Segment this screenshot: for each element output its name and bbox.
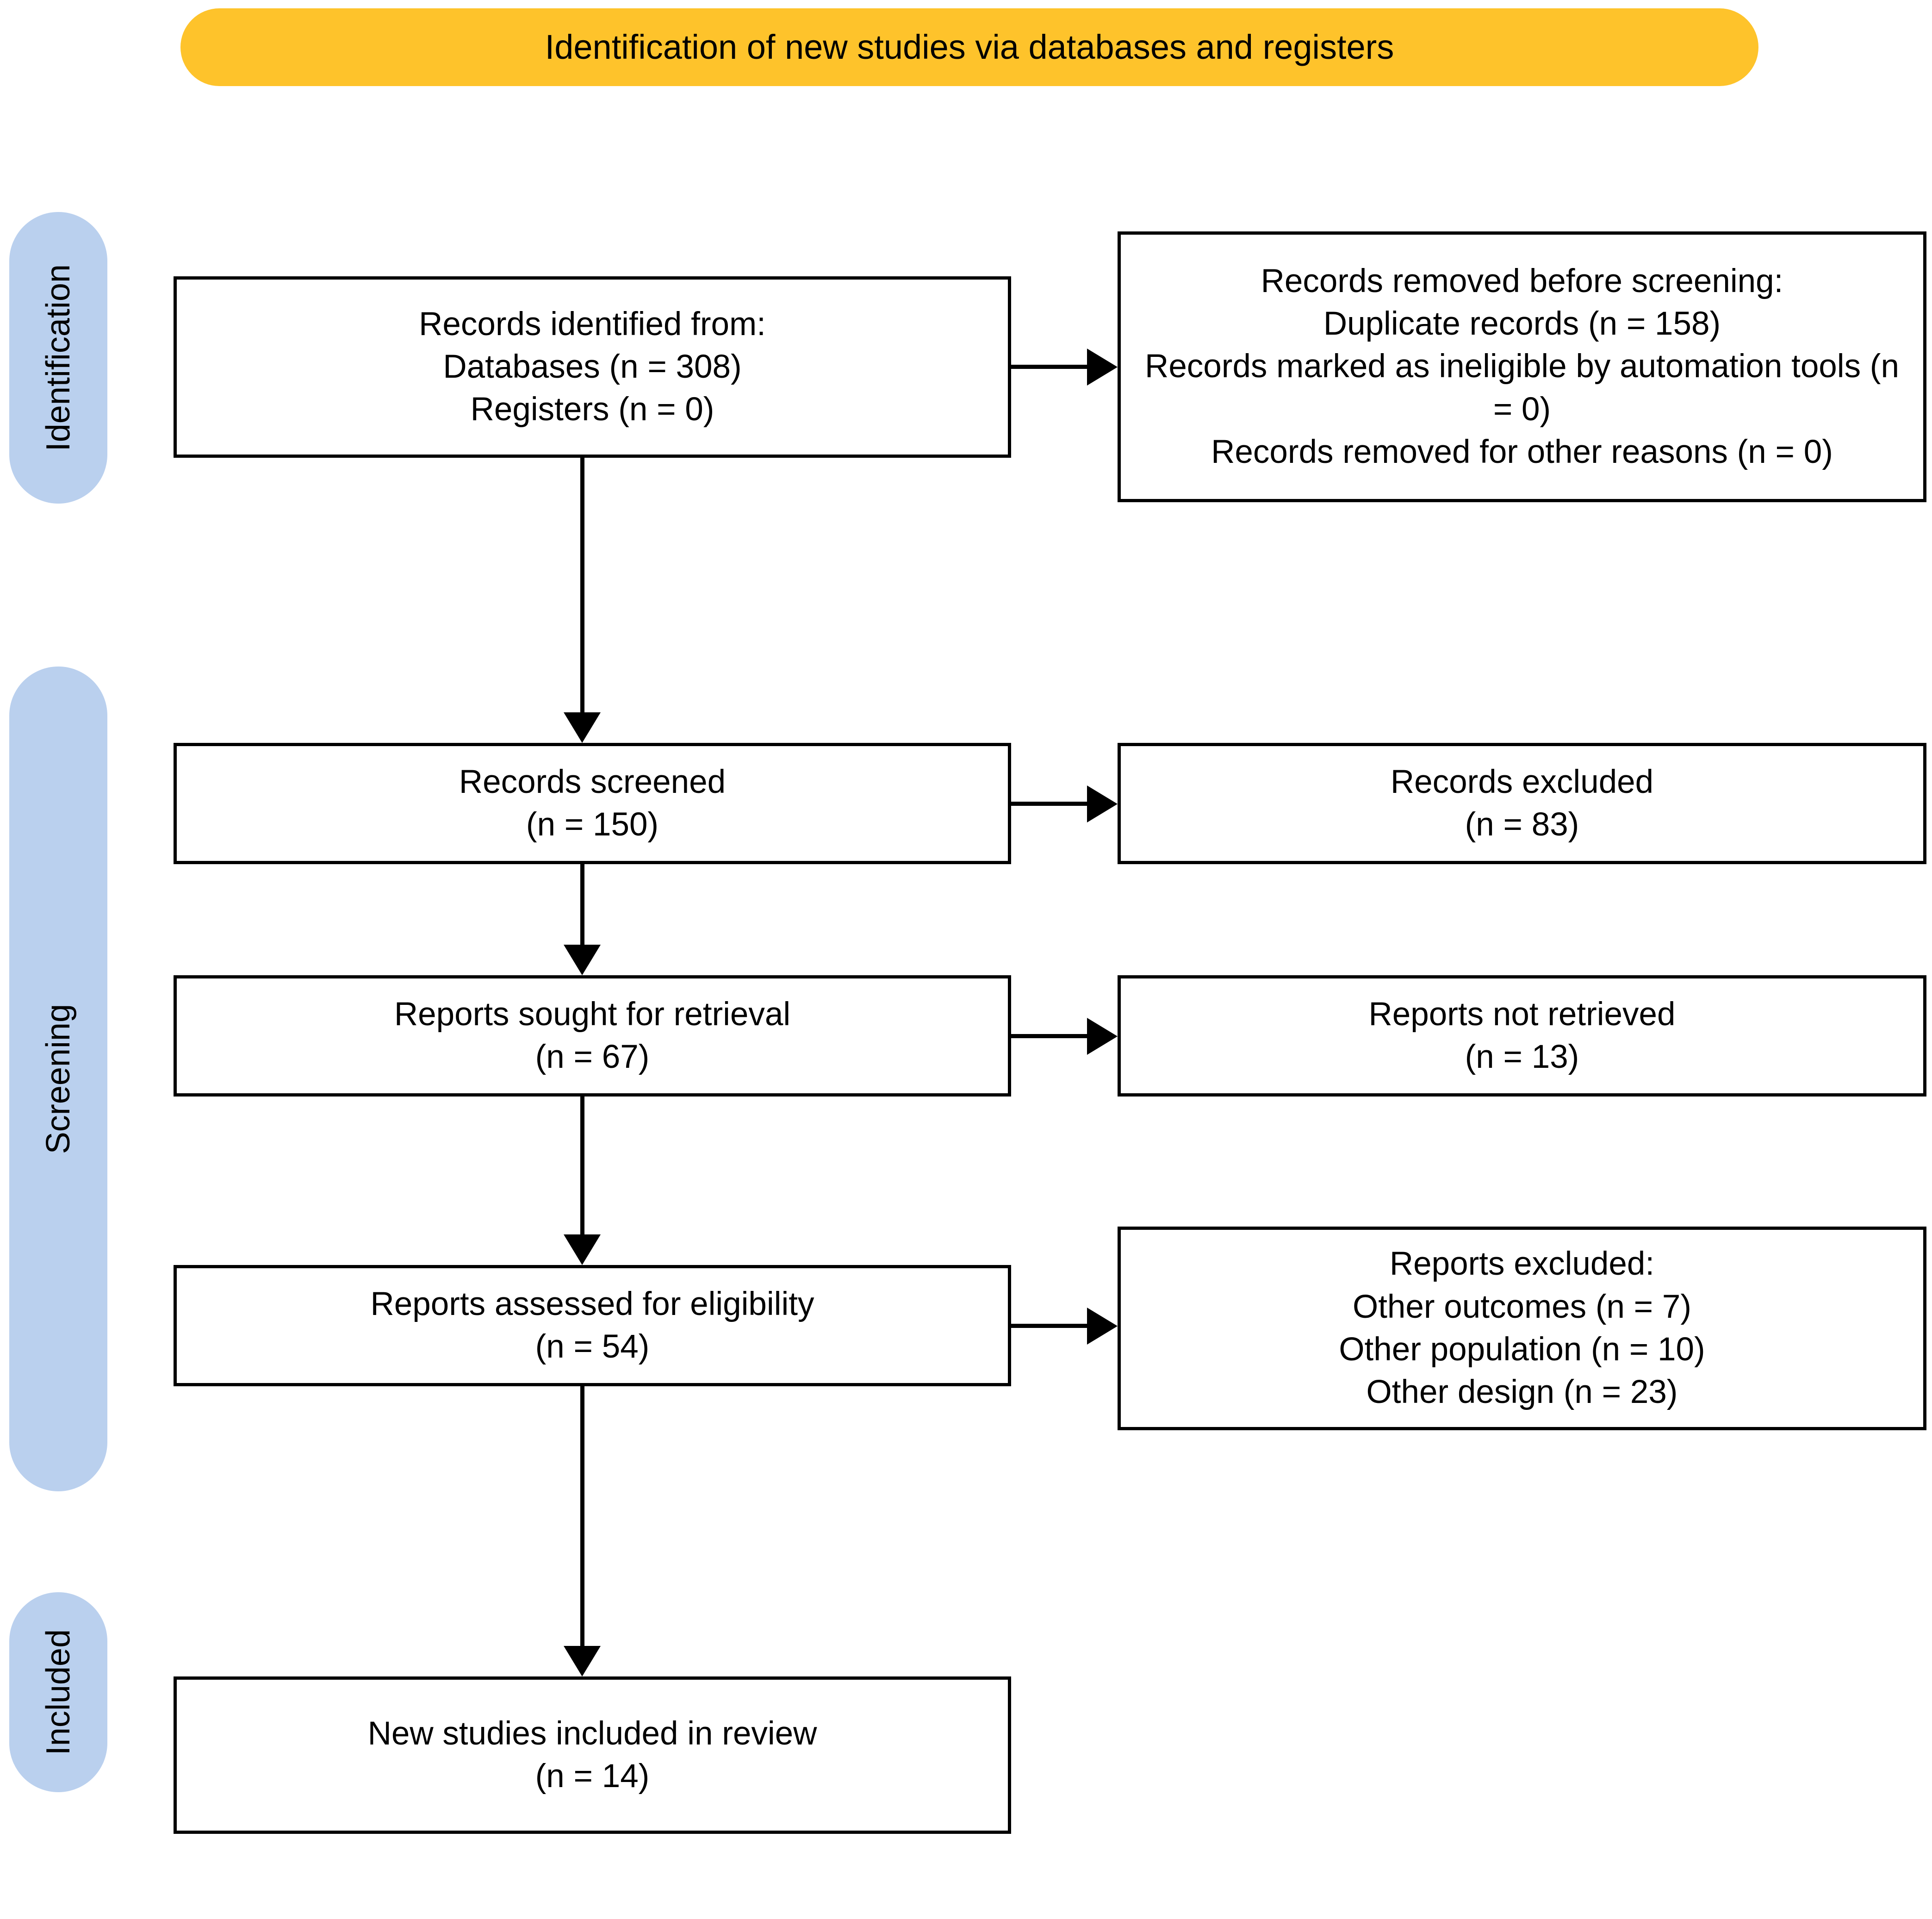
box-reports-not-retrieved-line-2: (n = 13) [1465, 1039, 1579, 1075]
box-reports-not-retrieved: Reports not retrieved (n = 13) [1118, 975, 1926, 1097]
box-reports-sought-line-1: Reports sought for retrieval [394, 996, 791, 1033]
arrow-identified-to-screened-line [580, 458, 584, 712]
arrow-sought-to-assessed-head-icon [564, 1234, 601, 1265]
arrow-screened-to-sought-head-icon [564, 945, 601, 975]
box-reports-excluded-line-3: Other population (n = 10) [1339, 1331, 1705, 1368]
box-records-screened: Records screened (n = 150) [174, 743, 1011, 864]
box-reports-excluded-line-2: Other outcomes (n = 7) [1352, 1288, 1691, 1325]
arrow-screened-to-records-excluded-line [1011, 802, 1090, 806]
box-new-studies-included-line-1: New studies included in review [367, 1715, 817, 1752]
stage-label-screening-text: Screening [40, 1003, 77, 1154]
stage-label-included-text: Included [40, 1629, 77, 1756]
arrow-identified-to-removed-line [1011, 365, 1090, 369]
box-records-removed-line-3: Records marked as ineligible by automati… [1145, 348, 1899, 428]
stage-label-identification: Identification [9, 212, 107, 504]
arrow-sought-to-not-retrieved-head-icon [1087, 1018, 1118, 1055]
box-reports-sought-for-retrieval: Reports sought for retrieval (n = 67) [174, 975, 1011, 1097]
diagram-title: Identification of new studies via databa… [545, 28, 1394, 67]
box-records-removed-before-screening: Records removed before screening: Duplic… [1118, 231, 1926, 502]
box-records-excluded-line-1: Records excluded [1390, 763, 1654, 800]
box-reports-assessed-for-eligibility: Reports assessed for eligibility (n = 54… [174, 1265, 1011, 1386]
box-records-identified-line-3: Registers (n = 0) [470, 391, 714, 428]
box-reports-excluded: Reports excluded: Other outcomes (n = 7)… [1118, 1227, 1926, 1430]
arrow-assessed-to-reports-excluded-line [1011, 1324, 1090, 1328]
box-reports-excluded-line-1: Reports excluded: [1389, 1246, 1655, 1283]
box-records-identified-line-2: Databases (n = 308) [443, 348, 742, 385]
arrow-sought-to-assessed-line [580, 1097, 584, 1234]
arrow-assessed-to-included-head-icon [564, 1646, 601, 1676]
box-records-excluded-line-2: (n = 83) [1465, 806, 1579, 843]
box-reports-sought-line-2: (n = 67) [535, 1039, 650, 1075]
box-reports-assessed-line-2: (n = 54) [535, 1328, 650, 1365]
diagram-header-banner: Identification of new studies via databa… [180, 8, 1758, 86]
arrow-identified-to-screened-head-icon [564, 712, 601, 743]
box-new-studies-included-line-2: (n = 14) [535, 1758, 650, 1794]
box-records-excluded: Records excluded (n = 83) [1118, 743, 1926, 864]
box-records-removed-line-4: Records removed for other reasons (n = 0… [1211, 433, 1833, 470]
arrow-assessed-to-included-line [580, 1386, 584, 1646]
box-records-identified-line-1: Records identified from: [419, 305, 766, 343]
box-records-identified: Records identified from: Databases (n = … [174, 276, 1011, 458]
box-records-removed-line-1: Records removed before screening: [1261, 262, 1783, 299]
box-reports-not-retrieved-line-1: Reports not retrieved [1368, 996, 1676, 1033]
stage-label-included: Included [9, 1592, 107, 1792]
arrow-sought-to-not-retrieved-line [1011, 1034, 1090, 1038]
arrow-screened-to-records-excluded-head-icon [1087, 785, 1118, 822]
arrow-screened-to-sought-line [580, 864, 584, 945]
box-reports-assessed-line-1: Reports assessed for eligibility [370, 1285, 814, 1322]
arrow-identified-to-removed-head-icon [1087, 349, 1118, 386]
box-new-studies-included: New studies included in review (n = 14) [174, 1676, 1011, 1834]
box-records-screened-line-1: Records screened [459, 763, 726, 800]
box-records-removed-line-2: Duplicate records (n = 158) [1323, 305, 1721, 343]
stage-label-identification-text: Identification [40, 264, 77, 452]
arrow-assessed-to-reports-excluded-head-icon [1087, 1308, 1118, 1345]
stage-label-screening: Screening [9, 667, 107, 1491]
box-records-screened-line-2: (n = 150) [526, 806, 659, 843]
box-reports-excluded-line-4: Other design (n = 23) [1366, 1374, 1678, 1411]
